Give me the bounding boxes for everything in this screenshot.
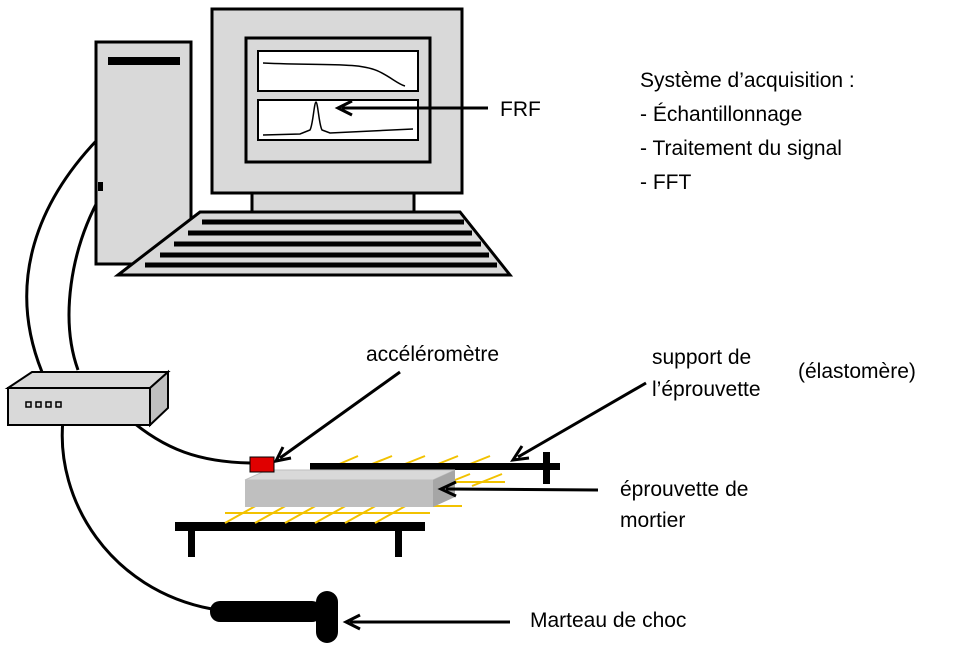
arrow-hammer-head (342, 613, 361, 631)
accelerometer-sensor (249, 456, 275, 473)
frf-curve (262, 101, 414, 136)
tower-case (94, 40, 193, 266)
label-acquisition-item: - FFT (640, 171, 692, 194)
pointer-arrows (273, 99, 647, 631)
monitor-stand (250, 191, 416, 215)
label-elastomer: (élastomère) (798, 360, 916, 383)
keyboard-key-rows (145, 219, 497, 268)
cable-box-to-hammer (60, 419, 213, 611)
label-support-line1: support de (652, 346, 752, 369)
cables (25, 138, 251, 611)
monitor (210, 7, 464, 215)
specimen-top (244, 469, 456, 481)
support-rod-end (543, 452, 550, 484)
tower-connector (98, 182, 103, 191)
cable-box-to-accelerometer (127, 416, 251, 465)
label-support-line2: l’éprouvette (652, 378, 761, 401)
arrow-accelerometer (279, 370, 401, 460)
box-side (149, 369, 169, 428)
arrow-specimen (445, 487, 599, 492)
bench-table (175, 522, 425, 531)
cable-tower-to-box-inner (67, 194, 103, 371)
impact-hammer (210, 591, 338, 643)
arrow-support (517, 381, 647, 459)
label-specimen-line1: éprouvette de (620, 478, 749, 501)
hammer-handle (210, 601, 322, 622)
arrow-support-head (510, 445, 530, 462)
phase-curve (262, 62, 406, 87)
arrow-specimen-head (437, 480, 457, 498)
box-buttons (25, 401, 62, 408)
box-top (4, 371, 171, 389)
support-rod (310, 463, 560, 470)
label-acquisition-title: Système d’acquisition : (640, 69, 855, 92)
label-acquisition-item: - Traitement du signal (640, 137, 842, 160)
tower-drive-slot (108, 57, 180, 65)
test-bench (175, 452, 560, 557)
bench-leg-left (188, 531, 195, 557)
label-acquisition-item: - Échantillonnage (640, 103, 803, 126)
arrow-frf-head (334, 99, 353, 117)
hammer-head (316, 591, 338, 643)
screen-plot-top (257, 50, 419, 92)
label-specimen-line2: mortier (620, 509, 686, 532)
computer-tower (94, 40, 193, 266)
acquisition-box (4, 369, 171, 428)
mortar-specimen (245, 480, 433, 507)
label-hammer: Marteau de choc (530, 609, 687, 632)
arrow-accelerometer-head (273, 446, 292, 464)
label-frf: FRF (500, 98, 541, 121)
keyboard (113, 210, 514, 277)
bench-leg-right (395, 531, 402, 557)
cable-tower-to-box-outer (25, 138, 99, 373)
label-accelerometer: accéléromètre (366, 343, 500, 366)
